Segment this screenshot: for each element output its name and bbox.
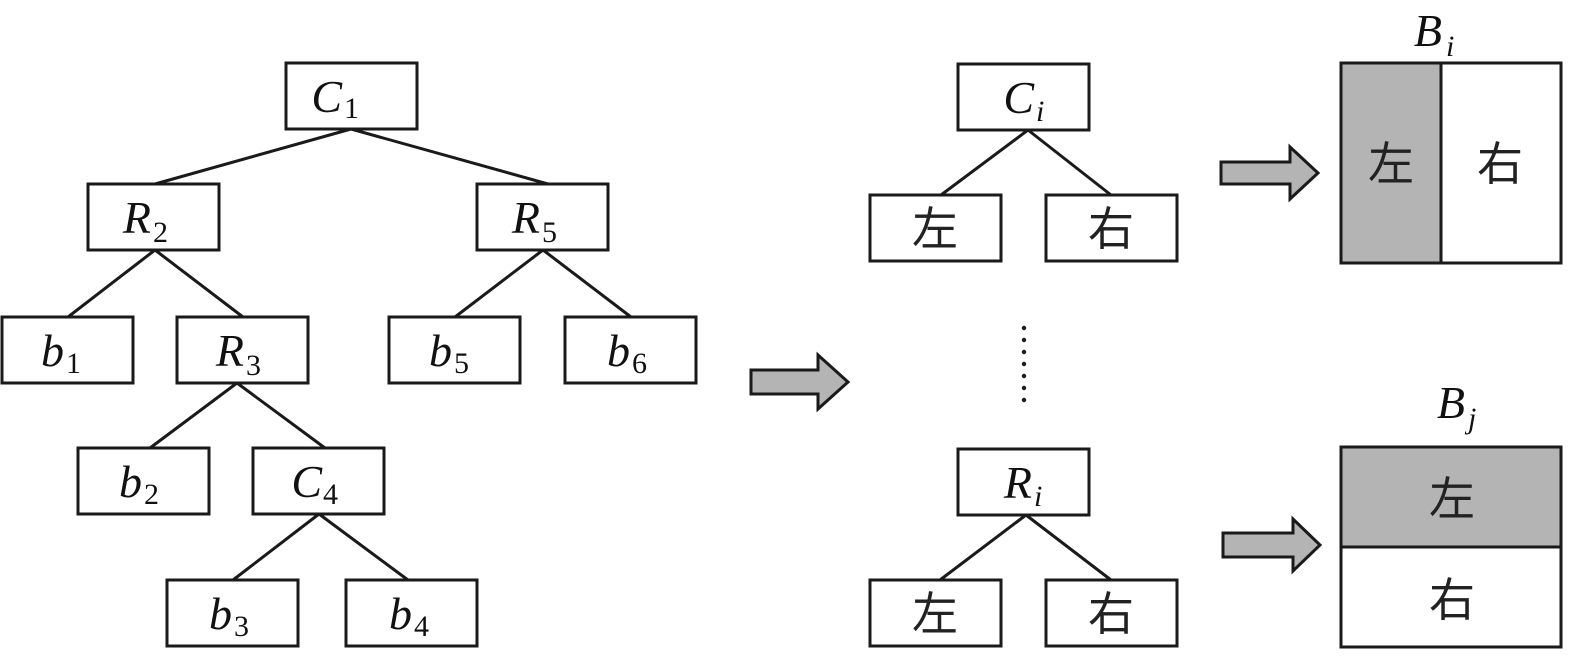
svg-text:b: b [429,325,452,376]
template-bottom-left-node: 左 [868,578,1003,648]
svg-text:右: 右 [1429,573,1475,627]
svg-text:C: C [1003,72,1035,123]
tree-node-b5: b 5 [387,315,522,385]
svg-text:b: b [209,588,232,639]
svg-text:2: 2 [144,478,159,511]
svg-text:1: 1 [66,347,81,380]
svg-text:右: 右 [1088,587,1134,641]
svg-text:右: 右 [1088,202,1134,256]
block-bi-left-shaded [1341,63,1441,263]
svg-text:b: b [41,325,64,376]
vertical-ellipsis [1021,325,1027,403]
svg-text:C: C [311,71,343,122]
svg-text:B: B [1437,377,1465,428]
tree-node-b1: b 1 [0,315,135,385]
svg-text:3: 3 [234,610,249,643]
svg-text:b: b [119,456,142,507]
svg-text:左: 左 [1429,472,1475,526]
svg-text:1: 1 [344,92,359,125]
template-bottom: R i 左 右 [868,447,1179,648]
svg-text:R: R [511,192,540,243]
tree-node-b3: b 3 [165,578,300,648]
svg-text:4: 4 [323,478,338,511]
small-arrow-bottom [1221,515,1323,575]
template-bottom-right-node: 右 [1044,578,1179,648]
tree-node-b4: b 4 [344,578,479,648]
tree-edges [67,127,632,582]
svg-text:左: 左 [912,202,958,256]
tree-node-r5: R 5 [475,182,610,252]
svg-text:4: 4 [414,610,429,643]
svg-text:右: 右 [1477,137,1523,191]
template-top-right-node: 右 [1044,193,1179,263]
svg-text:R: R [215,325,244,376]
svg-text:j: j [1464,402,1476,435]
tree-node-c4: C 4 [251,446,386,516]
svg-text:5: 5 [454,347,469,380]
svg-text:R: R [122,192,151,243]
svg-text:i: i [1036,95,1044,128]
svg-text:C: C [291,456,323,507]
svg-text:b: b [389,588,412,639]
tree-node-c1: C 1 [284,61,419,131]
small-arrow-top [1219,143,1321,203]
block-bi: B i 左 右 [1339,5,1563,265]
tree-node-b2: b 2 [76,446,211,516]
template-top-left-node: 左 [868,193,1003,263]
svg-text:b: b [607,325,630,376]
svg-text:左: 左 [912,587,958,641]
main-arrow [749,351,851,413]
tree-node-r3: R 3 [175,315,310,385]
template-top: C i 左 右 [868,62,1179,263]
svg-text:5: 5 [542,216,557,249]
svg-text:i: i [1034,480,1042,513]
svg-text:3: 3 [246,349,261,382]
block-bj: B j 左 右 [1339,377,1563,649]
block-bj-top-shaded [1341,447,1561,547]
tree-node-r2: R 2 [86,182,221,252]
svg-text:i: i [1446,30,1454,63]
svg-text:6: 6 [632,347,647,380]
svg-text:R: R [1003,457,1032,508]
svg-text:B: B [1414,5,1442,56]
svg-text:2: 2 [153,216,168,249]
tree-node-b6: b 6 [563,315,698,385]
svg-text:左: 左 [1368,137,1414,191]
